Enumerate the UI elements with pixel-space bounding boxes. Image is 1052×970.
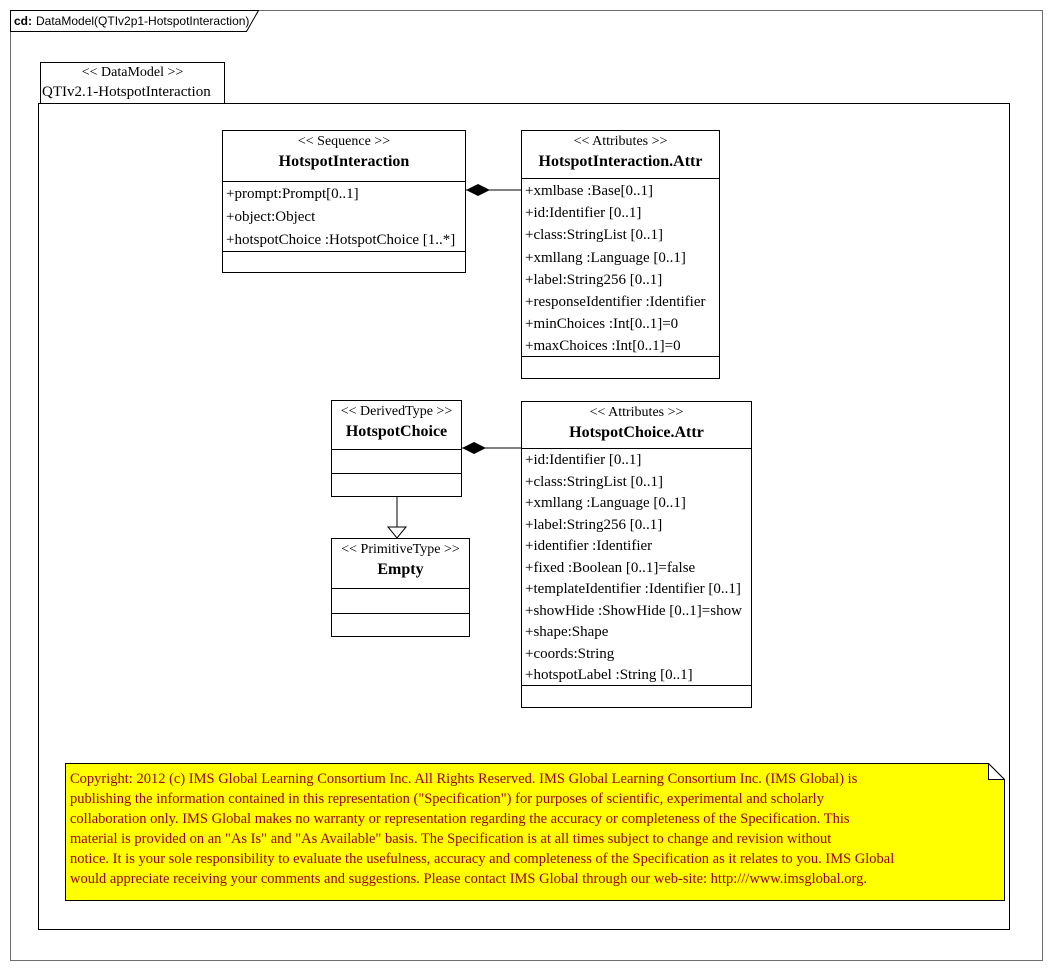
copyright-note-text: Copyright: 2012 (c) IMS Global Learning … xyxy=(70,769,998,895)
attribute-line: +showHide :ShowHide [0..1]=show xyxy=(525,602,742,619)
copyright-note-line: publishing the information contained in … xyxy=(70,791,824,807)
attribute-line: +hotspotLabel :String [0..1] xyxy=(525,667,693,683)
class-hotspot-interaction-attr: << Attributes >> HotspotInteraction.Attr… xyxy=(521,130,720,379)
attribute-line: +label:String256 [0..1] xyxy=(525,271,663,288)
class-attribute-compartment: +xmlbase :Base[0..1] +id:Identifier [0..1… xyxy=(522,178,719,356)
class-hotspot-interaction: << Sequence >> HotspotInteraction +promp… xyxy=(222,130,466,273)
class-stereotype: << PrimitiveType >> xyxy=(341,542,460,557)
class-stereotype: << Attributes >> xyxy=(573,134,668,149)
frame-tab-label: cd: DataModel(QTIv2p1-HotspotInteraction) xyxy=(14,11,254,31)
class-attribute-compartment: +id:Identifier [0..1] +class:StringList [… xyxy=(522,448,751,685)
attribute-line: +label:String256 [0..1] xyxy=(525,516,663,533)
class-empty-compartment xyxy=(332,473,461,496)
attribute-line: +xmllang :Language [0..1] xyxy=(525,249,686,266)
copyright-note-shape xyxy=(65,763,1005,901)
copyright-note-line: would appreciate receiving your comments… xyxy=(70,871,867,887)
attribute-line: +coords:String xyxy=(525,645,615,662)
class-empty-compartment xyxy=(223,251,465,272)
attribute-line: +minChoices :Int[0..1]=0 xyxy=(525,316,679,333)
class-name: HotspotInteraction.Attr xyxy=(538,153,703,170)
class-stereotype: << Attributes >> xyxy=(589,405,684,420)
frame-tab-prefix: cd: xyxy=(14,14,32,28)
class-hotspot-choice: << DerivedType >> HotspotChoice xyxy=(331,400,462,497)
class-empty-compartment xyxy=(332,449,461,473)
class-header: << Sequence >> HotspotInteraction xyxy=(223,131,465,181)
package-header: << DataModel >> QTIv2.1-HotspotInteracti… xyxy=(40,62,225,104)
class-name: HotspotChoice.Attr xyxy=(569,424,704,441)
class-stereotype: << DerivedType >> xyxy=(340,404,453,419)
class-empty: << PrimitiveType >> Empty xyxy=(331,538,470,637)
class-name: Empty xyxy=(377,561,424,578)
copyright-note-line: material is provided on an "As Is" and "… xyxy=(70,831,832,847)
class-name: HotspotChoice xyxy=(345,423,448,440)
frame-tab-shape xyxy=(10,10,260,32)
class-empty-compartment xyxy=(522,685,751,707)
attribute-line: +xmlbase :Base[0..1] xyxy=(525,183,654,199)
class-stereotype: << Sequence >> xyxy=(297,134,391,149)
class-header: << DerivedType >> HotspotChoice xyxy=(332,401,461,449)
copyright-note-line: notice. It is your sole responsibility t… xyxy=(70,851,895,867)
class-attribute-compartment: +prompt:Prompt[0..1] +object:Object +hotsp… xyxy=(223,181,465,251)
class-header: << Attributes >> HotspotInteraction.Attr xyxy=(522,131,719,178)
class-header: << PrimitiveType >> Empty xyxy=(332,539,469,588)
class-empty-compartment xyxy=(332,588,469,613)
class-empty-compartment xyxy=(332,613,469,636)
attribute-line: +class:StringList [0..1] xyxy=(525,473,664,490)
attribute-line: +xmllang :Language [0..1] xyxy=(525,495,686,511)
attribute-line: +maxChoices :Int[0..1]=0 xyxy=(525,338,681,355)
class-empty-compartment xyxy=(522,356,719,378)
note-fold-corner xyxy=(988,763,1005,780)
attribute-line: +shape:Shape xyxy=(525,624,609,640)
package-name: QTIv2.1-HotspotInteraction xyxy=(42,84,211,100)
attribute-line: +responseIdentifier :Identifier xyxy=(525,294,706,311)
attribute-line: +id:Identifier [0..1] xyxy=(525,452,642,468)
attribute-line: +identifier :Identifier xyxy=(525,538,653,554)
attribute-line: +hotspotChoice :HotspotChoice [1..*] xyxy=(226,232,456,248)
class-hotspot-choice-attr: << Attributes >> HotspotChoice.Attr +id:… xyxy=(521,401,752,708)
attribute-line: +class:StringList [0..1] xyxy=(525,227,664,244)
attribute-line: +fixed :Boolean [0..1]=false xyxy=(525,559,696,576)
copyright-note-line: collaboration only. IMS Global makes no … xyxy=(70,811,850,827)
attribute-line: +object:Object xyxy=(226,209,316,225)
copyright-note-line: Copyright: 2012 (c) IMS Global Learning … xyxy=(70,771,858,787)
package-stereotype: << DataModel >> xyxy=(81,65,184,80)
class-header: << Attributes >> HotspotChoice.Attr xyxy=(522,402,751,448)
attribute-line: +templateIdentifier :Identifier [0..1] xyxy=(525,581,741,597)
attribute-line: +id:Identifier [0..1] xyxy=(525,205,642,222)
class-name: HotspotInteraction xyxy=(278,153,410,170)
frame-tab-title: DataModel(QTIv2p1-HotspotInteraction) xyxy=(36,14,250,28)
attribute-line: +prompt:Prompt[0..1] xyxy=(226,186,359,202)
